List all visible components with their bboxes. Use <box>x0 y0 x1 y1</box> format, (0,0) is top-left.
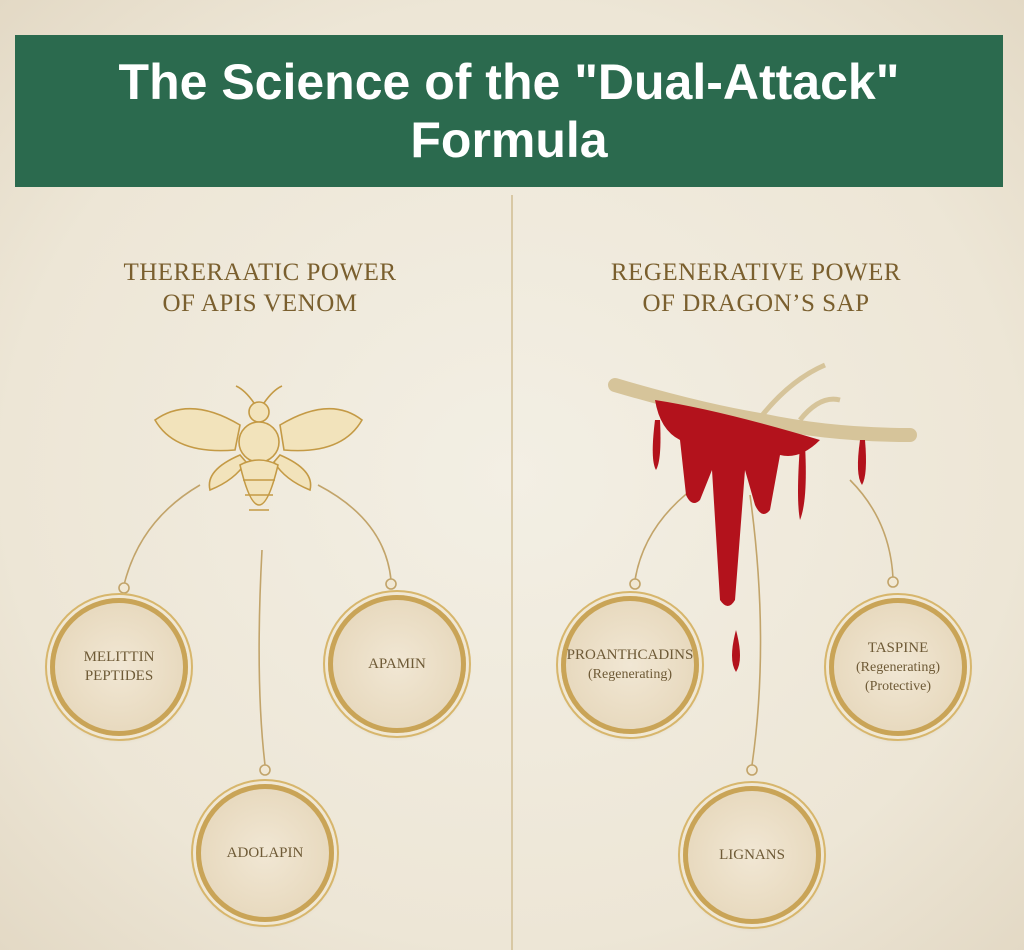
left-connectors <box>118 479 899 776</box>
component-proanthcadins: PROANTHCADINS (Regenerating) <box>561 596 699 734</box>
component-lignans: LIGNANS <box>683 786 821 924</box>
component-melittin: MELITTIN PEPTIDES <box>50 598 188 736</box>
page-title: The Science of the "Dual-Attack" Formula <box>118 54 900 168</box>
component-sub: (Regenerating) <box>588 667 672 682</box>
title-banner: The Science of the "Dual-Attack" Formula <box>15 35 1003 187</box>
right-heading-line2: OF DRAGON’S SAP <box>642 290 870 317</box>
left-heading-line2: OF APIS VENOM <box>162 290 358 317</box>
bee-icon <box>153 385 364 511</box>
component-apamin: APAMIN <box>328 595 466 733</box>
center-divider <box>511 195 513 950</box>
component-sub: (Regenerating) <box>856 659 940 675</box>
left-heading-line1: THERERAATIC POWER <box>123 259 397 286</box>
right-heading: REGENERATIVE POWER OF DRAGON’S SAP <box>536 257 976 319</box>
component-name: APAMIN <box>368 655 426 672</box>
component-name: ADOLAPIN <box>226 844 304 861</box>
component-name: LIGNANS <box>719 846 785 863</box>
component-name: MELITTIN <box>83 649 155 665</box>
component-name: PROANTHCADINS <box>566 647 694 663</box>
right-heading-line1: REGENERATIVE POWER <box>610 259 902 286</box>
component-adolapin: ADOLAPIN <box>196 784 334 922</box>
component-sub2: (Protective) <box>864 678 932 694</box>
component-name: TASPINE <box>867 639 929 656</box>
bleeding-branch-icon <box>608 362 917 672</box>
component-name-line2: PEPTIDES <box>84 668 154 684</box>
component-taspine: TASPINE (Regenerating) (Protective) <box>829 598 967 736</box>
left-heading: THERERAATIC POWER OF APIS VENOM <box>40 257 480 319</box>
